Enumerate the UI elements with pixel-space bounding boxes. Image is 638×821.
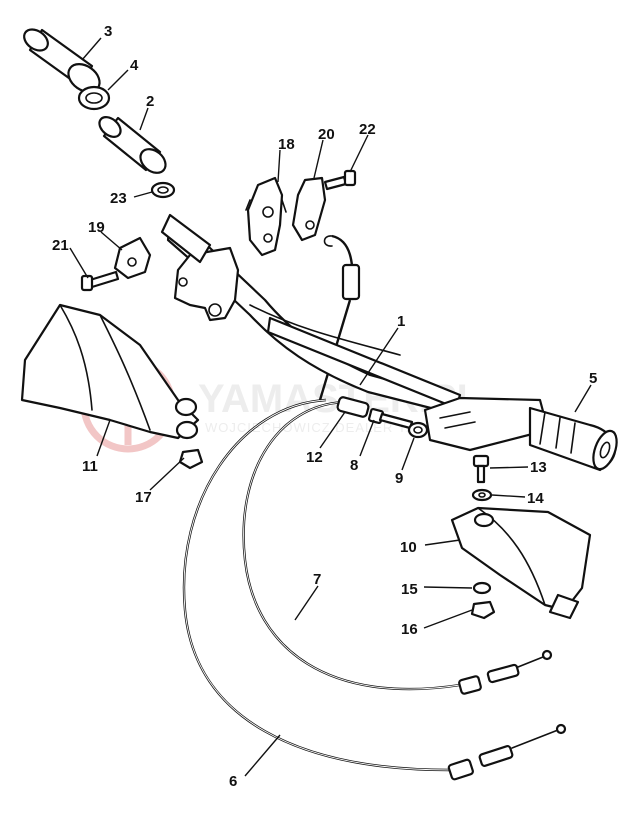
collar-4 xyxy=(77,85,111,111)
callout-20: 20 xyxy=(318,126,335,143)
cable-6 xyxy=(182,398,567,781)
callout-12: 12 xyxy=(306,449,323,466)
callout-11: 11 xyxy=(82,458,98,475)
callout-22: 22 xyxy=(359,121,376,138)
callout-13: 13 xyxy=(530,459,547,476)
lever-holder-18 xyxy=(245,176,287,257)
callout-4: 4 xyxy=(130,57,139,74)
callout-19: 19 xyxy=(88,219,105,236)
screw-22 xyxy=(323,169,357,191)
grip-2 xyxy=(98,116,167,174)
adjuster-12 xyxy=(336,396,370,418)
callout-9: 9 xyxy=(395,470,403,487)
hand-guard-11 xyxy=(20,303,200,440)
left-bar-end xyxy=(160,213,212,264)
washer-14 xyxy=(471,488,493,502)
leader-lines xyxy=(69,37,592,777)
cable-7 xyxy=(242,400,553,695)
ring-23 xyxy=(150,181,176,199)
callout-3: 3 xyxy=(104,23,112,40)
callout-14: 14 xyxy=(527,490,544,507)
callout-18: 18 xyxy=(278,136,295,153)
clamp-19 xyxy=(113,236,152,280)
hand-guard-10 xyxy=(450,506,592,620)
bolt-13 xyxy=(472,454,490,484)
callout-17: 17 xyxy=(135,489,152,506)
nut-9 xyxy=(407,421,429,439)
callout-10: 10 xyxy=(400,539,417,556)
callout-15: 15 xyxy=(401,581,418,598)
left-switch-housing xyxy=(173,246,240,322)
right-grip-assembly xyxy=(423,396,618,472)
callout-2: 2 xyxy=(146,93,154,110)
cover-20 xyxy=(291,176,327,242)
callout-1: 1 xyxy=(397,313,405,330)
callout-5: 5 xyxy=(589,370,597,387)
callout-7: 7 xyxy=(313,571,321,588)
callout-6: 6 xyxy=(229,773,237,790)
nut-16 xyxy=(470,600,496,620)
callout-23: 23 xyxy=(110,190,127,207)
callout-21: 21 xyxy=(52,237,69,254)
callout-8: 8 xyxy=(350,457,358,474)
callout-labels: 1 2 3 4 5 6 7 8 9 10 11 12 13 14 15 16 1… xyxy=(52,23,597,790)
callout-16: 16 xyxy=(401,621,418,638)
screw-21 xyxy=(80,270,120,292)
washer-15 xyxy=(472,581,492,595)
